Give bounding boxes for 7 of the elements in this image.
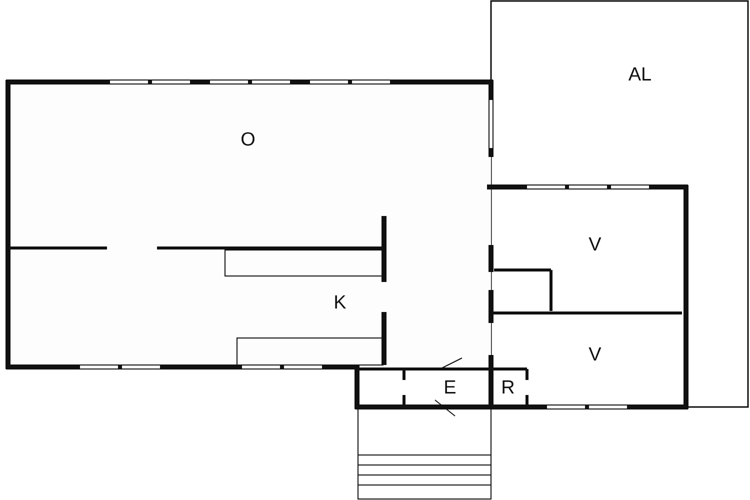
room-label: V bbox=[588, 236, 602, 254]
room-label: E bbox=[444, 378, 456, 398]
room-label: O bbox=[240, 130, 256, 150]
room-label: K bbox=[334, 294, 346, 312]
room-label: AL bbox=[628, 66, 652, 84]
room-label: V bbox=[588, 346, 602, 364]
room-label: R bbox=[501, 378, 515, 398]
